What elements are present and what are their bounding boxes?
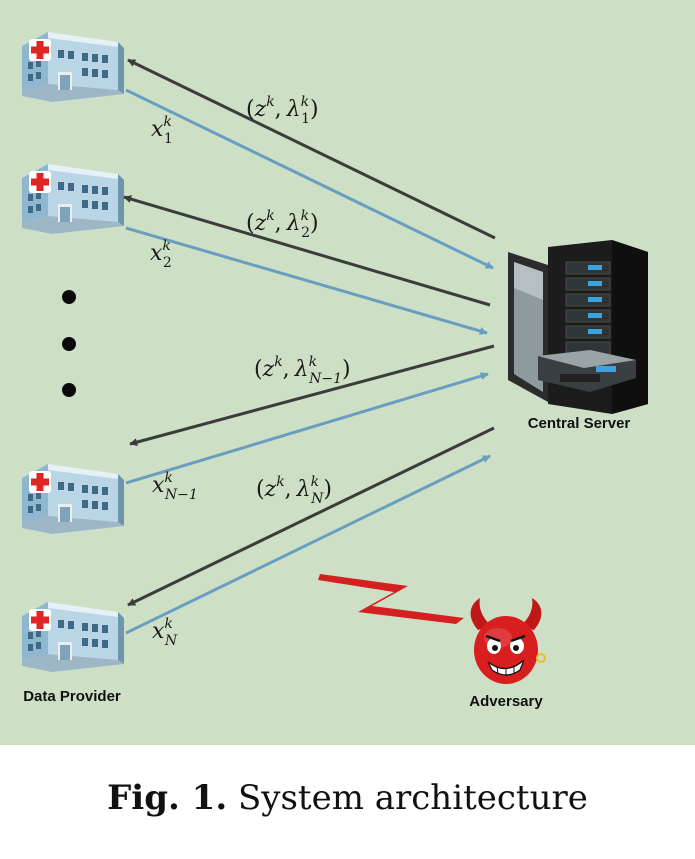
upload-arrow-n: [125, 454, 491, 635]
hospital-icon-n: [22, 602, 124, 672]
central-server-label: Central Server: [528, 415, 631, 432]
lightning-icon: [318, 574, 464, 624]
server-icon: [508, 240, 648, 414]
download-arrow-2: [123, 195, 491, 307]
data-provider-label: Data Provider: [23, 688, 121, 705]
adversary-devil-icon: [470, 598, 546, 684]
hospital-icon-1: [22, 32, 124, 102]
caption-text: System architecture: [227, 778, 588, 818]
upload-arrow-1: [125, 88, 494, 270]
ellipsis-dot: [62, 383, 76, 397]
download-arrow-n-minus-1: [129, 344, 495, 446]
upload-arrow-2: [125, 226, 488, 335]
hospital-icon-2: [22, 164, 124, 234]
caption-prefix: Fig. 1.: [107, 778, 228, 818]
figure-caption: Fig. 1. System architecture: [0, 778, 695, 818]
hospital-icon-n-minus-1: [22, 464, 124, 534]
download-arrow-n: [127, 426, 495, 607]
ellipsis-dot: [62, 290, 76, 304]
download-arrow-1: [127, 58, 496, 240]
ellipsis-dot: [62, 337, 76, 351]
upload-arrow-n-minus-1: [125, 372, 489, 485]
adversary-label: Adversary: [469, 693, 543, 710]
